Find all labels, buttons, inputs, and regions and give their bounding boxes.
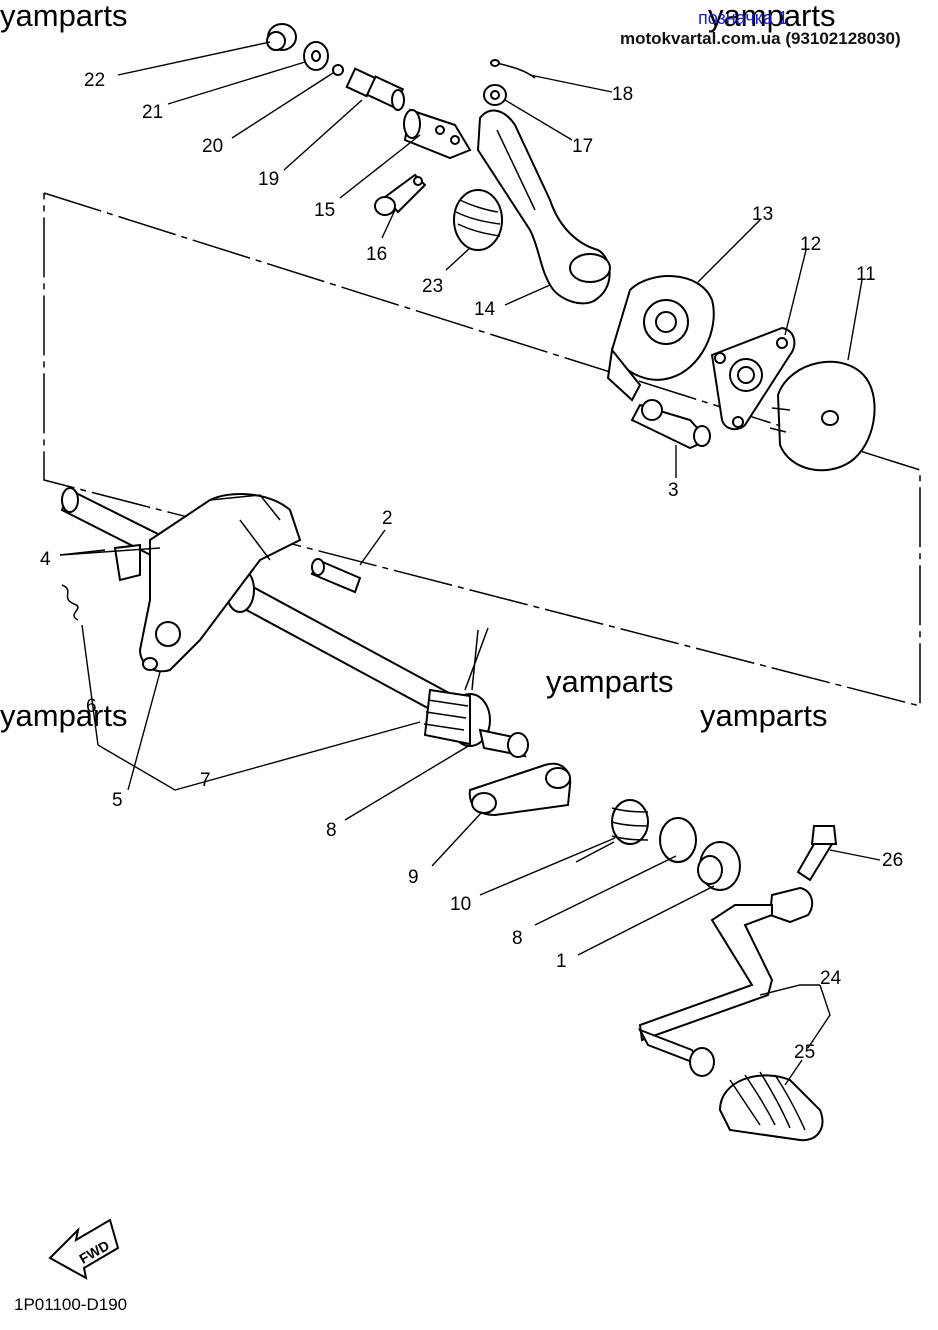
part-14-shift-arm: [476, 109, 611, 305]
callout-2: 2: [382, 508, 393, 529]
callout-20: 20: [202, 136, 223, 157]
watermark: yamparts: [708, 0, 835, 33]
callout-12: 12: [800, 234, 821, 255]
part-22-nut: [266, 23, 297, 51]
watermark: yamparts: [546, 664, 673, 699]
part-splined-end: [478, 728, 529, 758]
callout-18: 18: [612, 84, 633, 105]
watermark: yamparts: [700, 698, 827, 733]
callout-3: 3: [668, 480, 679, 501]
part-8-washer: [659, 817, 697, 863]
part-13-cover: [606, 275, 715, 402]
part-shift-mechanism: [113, 493, 302, 673]
callout-16: 16: [366, 244, 387, 265]
callout-13: 13: [752, 204, 773, 225]
callout-7: 7: [200, 770, 211, 791]
callout-26: 26: [882, 850, 903, 871]
watermark: yamparts: [0, 698, 127, 733]
part-2-pin: [310, 558, 362, 594]
callout-25: 25: [794, 1042, 815, 1063]
part-19-bolt: [345, 67, 405, 111]
part-24-shift-pedal: [637, 886, 814, 1077]
callout-23: 23: [422, 276, 443, 297]
part-10-spring: [575, 799, 649, 863]
callout-8b: 8: [512, 928, 523, 949]
callout-11: 11: [856, 264, 876, 285]
diagram-code: 1P01100-D190: [14, 1295, 127, 1314]
part-8-collar: [423, 688, 491, 747]
callout-5: 5: [112, 790, 123, 811]
callout-10: 10: [450, 894, 471, 915]
callout-8: 8: [326, 820, 337, 841]
part-1-bushing: [697, 841, 741, 891]
part-26-bolt: [796, 825, 838, 882]
callout-9: 9: [408, 867, 419, 888]
part-9-lever: [468, 762, 572, 817]
callout-17: 17: [572, 136, 593, 157]
leader-lines: [59, 41, 881, 1086]
watermark: yamparts: [0, 0, 127, 33]
callout-labels: 22 21 20 19 18 17 15 16 23 14 13 12 11 3…: [40, 70, 903, 1063]
part-3-stud: [630, 399, 711, 450]
part-18-cotter-pin: [490, 59, 536, 79]
callout-19: 19: [258, 169, 279, 190]
callout-22: 22: [84, 70, 105, 91]
part-16-pin: [374, 173, 427, 216]
callout-4: 4: [40, 549, 51, 570]
callout-1: 1: [556, 951, 567, 972]
part-20-ring: [332, 64, 344, 76]
callout-24: 24: [820, 968, 842, 989]
callout-14: 14: [474, 299, 496, 320]
site-url: motokvartal.com.ua (93102128030): [620, 29, 901, 48]
fwd-arrow: FWD: [48, 1218, 120, 1280]
overlay-label: позначка 1: [698, 8, 788, 28]
part-15-joint: [403, 108, 472, 160]
callout-21: 21: [142, 102, 163, 123]
part-23-spring: [453, 189, 503, 251]
part-21-washer: [303, 41, 329, 71]
part-12-plate: [710, 326, 796, 431]
part-11-disc: [769, 360, 876, 472]
part-25-pedal-rubber: [718, 1071, 824, 1142]
callout-15: 15: [314, 200, 335, 221]
callout-6: 6: [86, 696, 97, 717]
part-6-spring: [61, 584, 79, 621]
part-17-washer: [483, 84, 507, 106]
